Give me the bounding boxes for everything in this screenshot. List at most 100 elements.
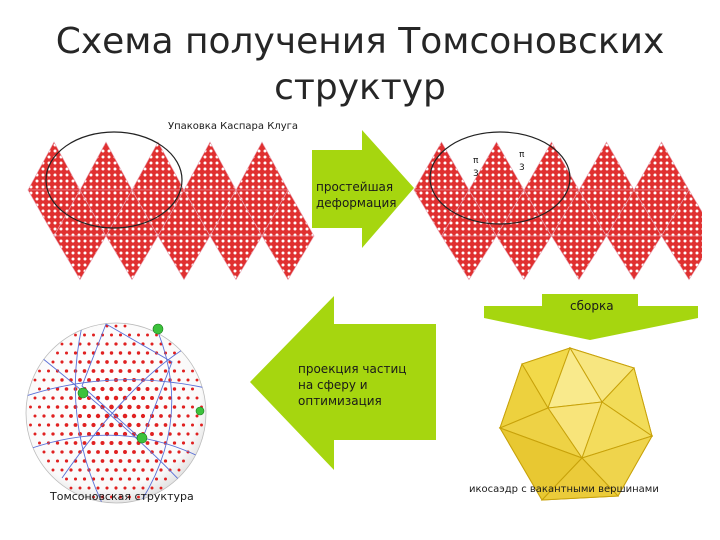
pi-fraction-numerator-2: π bbox=[519, 150, 525, 160]
sphere-particle bbox=[55, 405, 60, 409]
sphere-particle bbox=[51, 450, 55, 454]
sphere-particle bbox=[122, 395, 128, 401]
sphere-particle bbox=[154, 477, 159, 481]
sphere-particle bbox=[29, 423, 32, 427]
sphere-particle bbox=[181, 423, 186, 427]
deformed-net-ellipse bbox=[429, 131, 571, 225]
sphere-particle bbox=[87, 378, 91, 382]
sphere-particle bbox=[74, 333, 77, 337]
sphere-particle bbox=[55, 423, 60, 427]
net-face-tip bbox=[261, 235, 315, 281]
sphere-particle bbox=[118, 351, 123, 355]
sphere-particle bbox=[186, 432, 190, 436]
sphere-particle bbox=[73, 351, 78, 355]
sphere-particle bbox=[154, 423, 159, 427]
sphere-particle bbox=[195, 396, 199, 400]
sphere-particle bbox=[181, 387, 186, 391]
sphere-particle bbox=[60, 450, 64, 454]
net-face-top bbox=[413, 141, 470, 191]
sphere-particle bbox=[91, 422, 96, 428]
sphere-particle bbox=[159, 468, 163, 472]
sphere-particle bbox=[82, 404, 87, 410]
sphere-particle bbox=[69, 360, 73, 364]
sphere-particle bbox=[91, 386, 96, 392]
deformation-arrow bbox=[312, 130, 414, 248]
sphere-particle bbox=[150, 396, 154, 400]
sphere-particle bbox=[191, 369, 194, 373]
sphere-particle bbox=[109, 404, 114, 410]
sphere-particle bbox=[33, 414, 37, 418]
sphere-particle bbox=[173, 351, 176, 355]
sphere-particle bbox=[64, 351, 69, 355]
sphere-particle bbox=[154, 441, 159, 445]
sphere-particle bbox=[51, 378, 55, 382]
deformed-net-right bbox=[413, 141, 718, 281]
sphere-particle bbox=[95, 413, 101, 419]
sphere-particle bbox=[150, 450, 154, 454]
sphere-particle bbox=[127, 440, 132, 446]
sphere-particle bbox=[101, 495, 104, 499]
sphere-particle bbox=[132, 468, 136, 472]
sphere-particle bbox=[150, 360, 154, 364]
sphere-particle bbox=[87, 360, 91, 364]
sphere-particle bbox=[100, 459, 105, 463]
sphere-particle bbox=[140, 395, 146, 401]
sphere-particle bbox=[91, 459, 96, 463]
sphere-particle bbox=[60, 414, 64, 418]
sphere-particle bbox=[145, 441, 150, 445]
sphere-particle bbox=[86, 431, 92, 437]
sphere-particle bbox=[136, 351, 141, 355]
sphere-particle bbox=[190, 405, 195, 409]
sphere-particle bbox=[100, 477, 105, 481]
sphere-particle bbox=[195, 378, 199, 382]
sphere-particle bbox=[91, 441, 96, 445]
sphere-particle bbox=[60, 468, 64, 472]
sphere-particle bbox=[64, 423, 69, 427]
sphere-particle bbox=[123, 468, 127, 472]
sphere-particle bbox=[145, 369, 150, 373]
sphere-particle bbox=[69, 342, 73, 346]
sphere-particle bbox=[64, 405, 69, 409]
sphere-particle bbox=[83, 333, 86, 337]
sphere-particle bbox=[172, 423, 177, 427]
sphere-particle bbox=[118, 422, 123, 428]
sphere-particle bbox=[51, 414, 55, 418]
sphere-particle bbox=[110, 495, 113, 499]
sphere-particle bbox=[132, 486, 136, 490]
icosahedron-label: икосаэдр с вакантными вершинами bbox=[469, 484, 659, 495]
sphere-particle bbox=[38, 441, 41, 445]
sphere-particle bbox=[60, 396, 64, 400]
sphere-particle bbox=[104, 395, 110, 401]
sphere-particle bbox=[73, 441, 78, 445]
sphere-particle bbox=[33, 378, 37, 382]
sphere-particle bbox=[82, 369, 87, 373]
net-face-top bbox=[633, 141, 690, 191]
net-face-tip bbox=[550, 235, 608, 281]
sphere-particle bbox=[128, 495, 131, 499]
sphere-particle bbox=[42, 432, 46, 436]
assembly-label: сборка bbox=[570, 299, 614, 313]
sphere-particle bbox=[96, 450, 100, 454]
sphere-particle bbox=[127, 404, 132, 410]
sphere-particle bbox=[186, 414, 190, 418]
sphere-particle bbox=[42, 396, 46, 400]
sphere-particle bbox=[136, 386, 141, 392]
sphere-particle bbox=[172, 405, 177, 409]
sphere-particle bbox=[155, 333, 158, 337]
sphere-particle bbox=[64, 387, 69, 391]
sphere-particle bbox=[136, 404, 141, 410]
sphere-particle bbox=[131, 395, 137, 401]
sphere-particle bbox=[127, 459, 132, 463]
projection-arrow bbox=[250, 296, 436, 470]
net-face-top bbox=[131, 141, 185, 191]
net-face-tip bbox=[105, 235, 159, 281]
sphere-particle bbox=[168, 450, 172, 454]
sphere-particle bbox=[82, 422, 87, 428]
sphere-particle bbox=[82, 477, 87, 481]
sphere-particle bbox=[64, 441, 69, 445]
sphere-particle bbox=[78, 468, 82, 472]
sphere-particle bbox=[127, 422, 132, 428]
sphere-great-circles bbox=[26, 323, 206, 503]
sphere-particle bbox=[159, 432, 163, 436]
sphere-particle bbox=[100, 386, 105, 392]
